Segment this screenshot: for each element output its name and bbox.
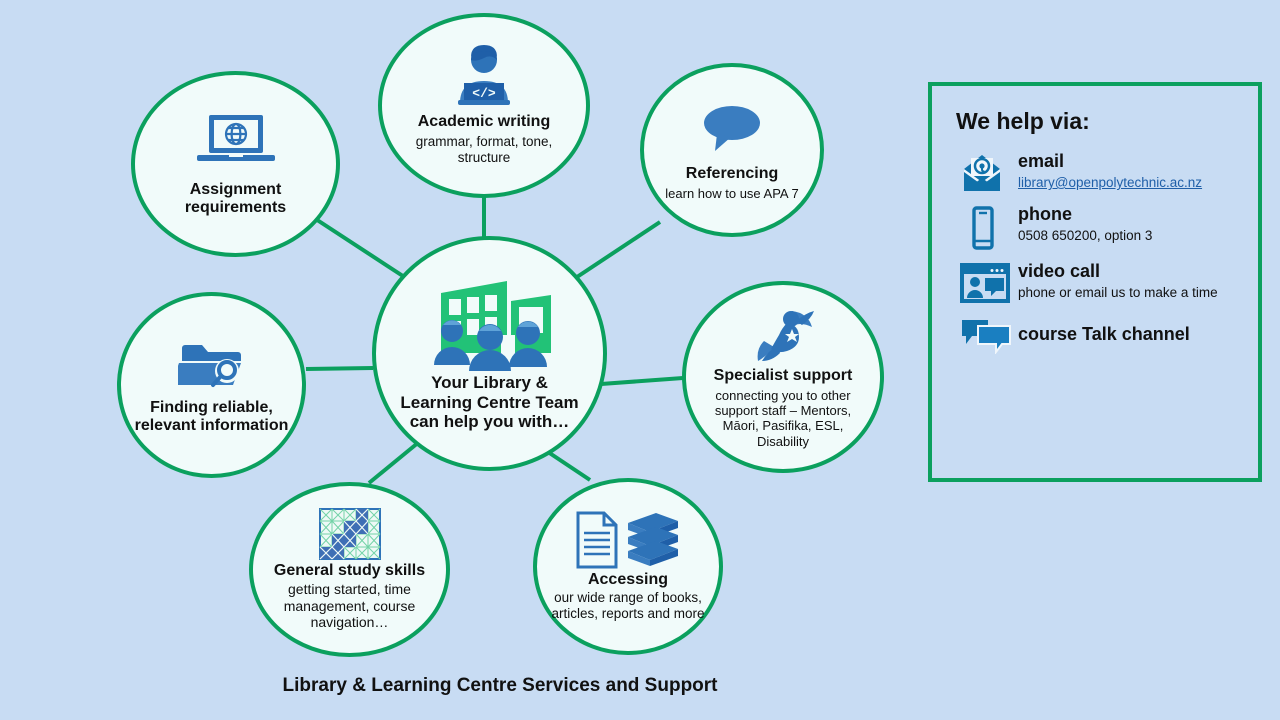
node-academic-writing[interactable]: </> Academic writing grammar, format, to… <box>378 13 590 198</box>
node-title: General study skills <box>273 562 426 580</box>
node-subtitle: connecting you to other support staff – … <box>714 387 852 449</box>
node-subtitle: getting started, time management, course… <box>283 581 416 631</box>
node-subtitle: learn how to use APA 7 <box>665 186 799 202</box>
person-laptop-code-icon: </> <box>446 45 522 107</box>
grid-plan-icon <box>318 508 381 561</box>
help-channel-list: email library@openpolytechnic.ac.nz phon… <box>932 151 1258 354</box>
connector-hub-referencing <box>575 220 662 279</box>
help-item-email-link[interactable]: library@openpolytechnic.ac.nz <box>1018 175 1203 190</box>
node-general-study-skills[interactable]: General study skills getting started, ti… <box>249 482 450 657</box>
help-item-label: phone <box>1018 204 1072 224</box>
node-title: Referencing <box>685 164 779 182</box>
node-title: Specialist support <box>713 367 853 385</box>
help-channels-panel: We help via: email library@ <box>928 82 1262 482</box>
help-item-video-call[interactable]: video call phone or email us to make a t… <box>932 261 1258 303</box>
connector-hub-specialist <box>600 376 684 386</box>
help-item-value: phone or email us to make a time <box>1018 285 1218 300</box>
help-item-phone[interactable]: phone 0508 650200, option 3 <box>932 204 1258 250</box>
document-books-icon <box>574 511 682 569</box>
help-item-text: phone 0508 650200, option 3 <box>1018 204 1248 245</box>
node-accessing-resources[interactable]: Accessing our wide range of books, artic… <box>533 478 723 655</box>
help-item-email[interactable]: email library@openpolytechnic.ac.nz <box>932 151 1258 193</box>
speech-bubble-icon <box>697 99 767 155</box>
library-team-icon <box>415 275 565 372</box>
help-item-value: 0508 650200, option 3 <box>1018 228 1153 243</box>
svg-text:</>: </> <box>472 86 496 101</box>
node-assignment-requirements[interactable]: Assignment requirements <box>131 71 340 257</box>
connector-hub-accessing <box>546 450 592 482</box>
hub-title: Your Library & Learning Centre Team can … <box>400 373 579 432</box>
connector-hub-studyskills <box>367 440 421 485</box>
connector-hub-assignment <box>306 212 411 282</box>
node-subtitle: our wide range of books, articles, repor… <box>551 590 705 622</box>
video-call-icon <box>960 261 1018 303</box>
superhero-icon <box>750 305 816 363</box>
email-envelope-icon <box>960 151 1018 193</box>
help-item-label: video call <box>1018 261 1101 281</box>
help-item-text: email library@openpolytechnic.ac.nz <box>1018 151 1248 192</box>
folder-search-icon <box>177 335 246 391</box>
help-item-talk-channel[interactable]: course Talk channel <box>932 314 1258 354</box>
node-title: Accessing <box>587 570 669 588</box>
chat-bubbles-icon <box>960 314 1018 354</box>
help-item-label: course Talk channel <box>1018 323 1190 344</box>
help-item-text: video call phone or email us to make a t… <box>1018 261 1248 302</box>
node-referencing[interactable]: Referencing learn how to use APA 7 <box>640 63 824 237</box>
node-title: Finding reliable, relevant information <box>134 398 289 434</box>
help-item-text: course Talk channel <box>1018 324 1248 345</box>
mobile-phone-icon <box>960 204 1018 250</box>
node-title: Assignment requirements <box>184 180 287 216</box>
hub-node-library-team[interactable]: Your Library & Learning Centre Team can … <box>372 236 607 471</box>
help-item-label: email <box>1018 151 1065 171</box>
help-panel-title: We help via: <box>956 108 1090 134</box>
node-finding-information[interactable]: Finding reliable, relevant information <box>117 292 306 478</box>
node-title: Academic writing <box>417 113 551 131</box>
node-specialist-support[interactable]: Specialist support connecting you to oth… <box>682 281 884 473</box>
laptop-globe-icon <box>191 111 281 169</box>
connector-hub-finding <box>305 366 374 371</box>
page-title: Library & Learning Centre Services and S… <box>282 675 718 696</box>
node-subtitle: grammar, format, tone, structure <box>415 133 553 165</box>
